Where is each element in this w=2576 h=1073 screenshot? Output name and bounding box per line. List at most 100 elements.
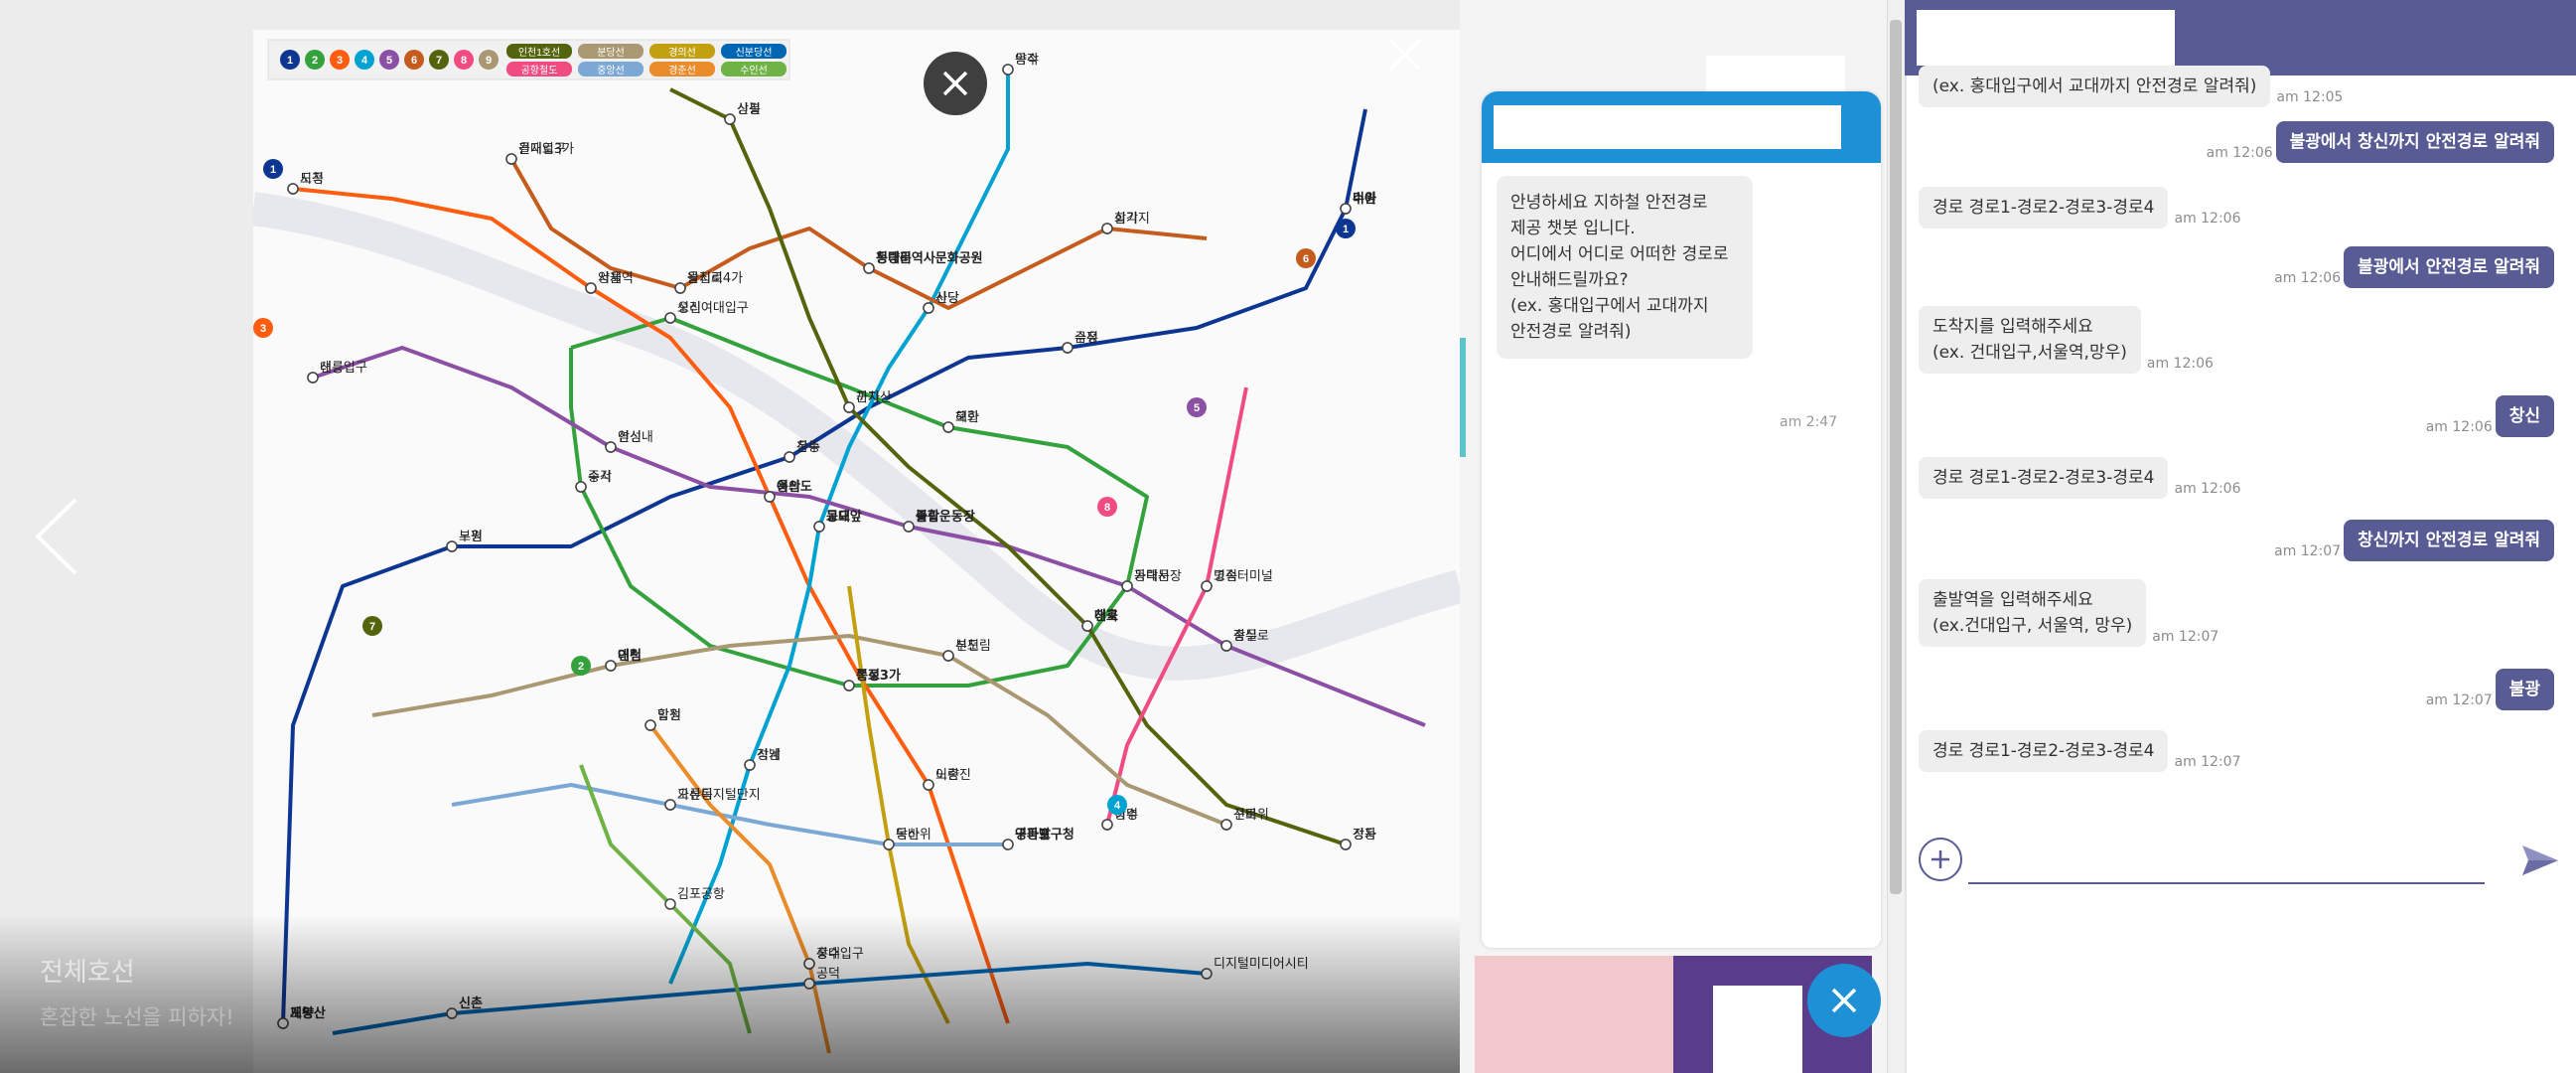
legend-line-number: 6	[411, 55, 417, 67]
previous-image-button[interactable]	[30, 492, 89, 581]
subway-line	[281, 108, 1367, 1024]
caption-subtitle: 혼잡한 노선을 피하자!	[40, 1005, 234, 1029]
close-lightbox-button[interactable]	[924, 52, 987, 115]
close-image-button[interactable]	[1385, 35, 1425, 75]
legend-line-number: 3	[337, 55, 343, 67]
legend-line-name: 인천1호선	[518, 47, 560, 59]
station-marker	[784, 451, 795, 463]
station-marker	[287, 183, 299, 195]
station-label: 연신내	[618, 430, 653, 445]
legend-line-name: 수인선	[740, 65, 768, 77]
station-label: 서울역	[598, 271, 634, 286]
attach-button[interactable]	[1919, 838, 1962, 881]
legend-line-pill	[721, 62, 787, 77]
station-label: 모란	[955, 410, 979, 425]
widget-send-button[interactable]	[1849, 944, 1881, 948]
station-label: 영등포구청	[1015, 827, 1074, 843]
station-label: 용산	[777, 479, 800, 495]
station-label: 청량리	[876, 250, 912, 266]
legend-line-pill	[649, 44, 715, 59]
station-label: 구로	[1233, 808, 1257, 823]
plus-icon	[1932, 850, 1949, 868]
station-label: 신당	[935, 291, 959, 306]
station-label: 이촌	[935, 768, 959, 783]
side-accent	[1460, 338, 1466, 457]
station-label: 여의도	[777, 479, 812, 495]
bot-message-bubble: 경로 경로1-경로2-경로3-경로4	[1919, 730, 2169, 772]
caption-overlay	[0, 914, 1460, 1073]
station-marker	[942, 421, 954, 433]
station-label: 동묘앞	[826, 510, 862, 525]
station-marker	[505, 153, 517, 165]
scrollbar-thumb[interactable]	[1890, 20, 1902, 894]
legend-line-pill	[506, 62, 572, 77]
station-label: 신길	[737, 102, 761, 117]
station-label: 왕십리	[687, 271, 723, 286]
station-label: 혜화	[955, 410, 979, 425]
legend-line-pill	[506, 44, 572, 59]
line-number-badge	[362, 616, 382, 636]
station-marker	[446, 540, 458, 552]
message-timestamp: am 12:05	[2276, 89, 2344, 105]
chatbot-widget: 안녕하세요 지하철 안전경로 제공 챗봇 입니다. 어디에서 어디로 어떠한 경…	[1482, 91, 1881, 948]
station-label: 삼성	[618, 430, 642, 445]
station-marker	[843, 680, 855, 691]
bot-message-bubble: (ex. 홍대입구에서 교대까지 안전경로 알려줘)	[1919, 66, 2271, 107]
station-label: 을지로3가	[518, 142, 574, 157]
station-marker	[1081, 620, 1093, 632]
station-marker	[1340, 203, 1352, 215]
legend-line-pill	[578, 62, 644, 77]
subway-line	[292, 187, 1010, 1024]
line-number-label: 5	[1194, 402, 1200, 414]
legend-line-name: 중앙선	[597, 65, 625, 77]
station-label: 양재	[598, 271, 622, 286]
station-marker	[1121, 580, 1133, 592]
station-label: 금정	[1074, 331, 1098, 346]
station-label: 까치산	[856, 390, 892, 405]
station-label: 약수	[1015, 53, 1039, 68]
legend-line-number: 5	[386, 55, 392, 67]
chevron-left-icon	[35, 498, 77, 575]
station-marker	[664, 312, 676, 324]
station-label: 신도림	[955, 639, 991, 654]
station-label: 합정	[657, 708, 681, 723]
station-marker	[1002, 64, 1014, 76]
line-number-label: 3	[260, 323, 266, 335]
station-label: 오류동	[677, 788, 713, 803]
station-marker	[644, 719, 656, 731]
close-icon	[942, 71, 968, 96]
station-label: 을지로4가	[687, 271, 743, 286]
station-marker	[664, 898, 676, 910]
line-number-label: 1	[1343, 224, 1349, 235]
user-message-bubble: 불광	[2495, 669, 2554, 710]
chat-message-input[interactable]	[1968, 841, 2485, 884]
station-label: 김포공항	[677, 887, 725, 902]
station-marker	[1220, 819, 1232, 831]
station-marker	[575, 481, 587, 493]
line-number-label: 1	[270, 164, 276, 176]
message-timestamp: am 12:06	[2146, 356, 2214, 372]
subway-line	[569, 316, 1149, 688]
user-message-bubble: 불광에서 안전경로 알려줘	[2344, 246, 2554, 288]
legend-line-name: 경춘선	[668, 64, 696, 77]
close-chat-fab-button[interactable]	[1807, 964, 1881, 1037]
station-label: 독바위	[896, 828, 931, 843]
station-label: 종로3가	[856, 669, 901, 684]
line-number-label: 2	[578, 661, 584, 673]
user-message-bubble: 창신까지 안전경로 알려줘	[2344, 520, 2554, 561]
legend-line-marker	[280, 50, 300, 70]
legend-line-number: 1	[287, 55, 293, 67]
station-label: 미아	[1353, 191, 1376, 207]
subway-line	[371, 634, 1227, 827]
station-label: 동대문	[1134, 569, 1170, 584]
station-label: 부평	[459, 530, 483, 544]
redacted-label	[1706, 56, 1845, 93]
station-marker	[1101, 223, 1113, 234]
station-label: 시청	[300, 172, 324, 187]
caption-title: 전체호선	[40, 958, 135, 988]
station-marker	[1062, 342, 1073, 354]
divider	[1905, 0, 1907, 1073]
chat-send-button[interactable]	[2520, 841, 2560, 880]
page-banner-image	[1475, 956, 1872, 1073]
station-label: 망원	[657, 708, 681, 723]
